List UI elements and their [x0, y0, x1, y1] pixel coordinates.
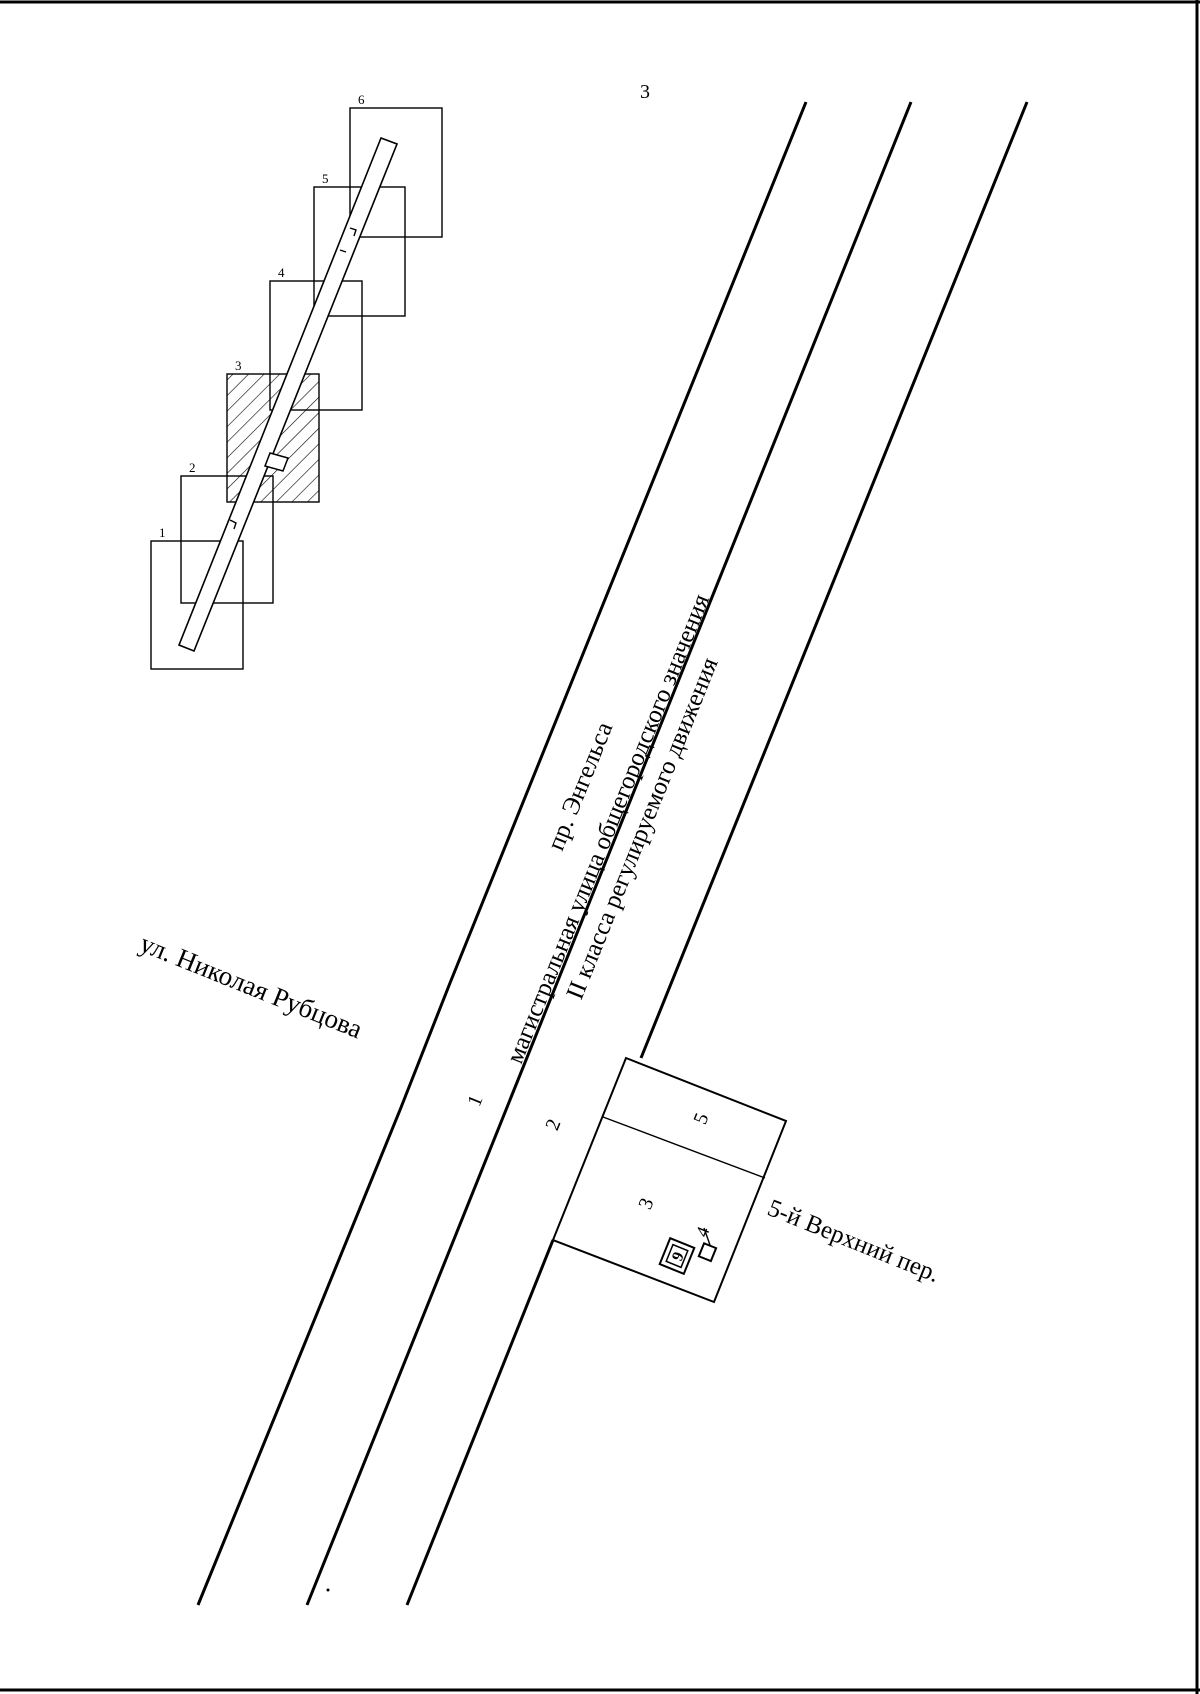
road-line-east-lower: [405, 1239, 555, 1606]
overview-strip-notch-2: [349, 227, 357, 237]
overview-frame-5: [313, 186, 406, 317]
road-line-east-upper: [639, 101, 1029, 1059]
overview-frame-1: [150, 540, 244, 670]
overview-frame-label-3: 3: [235, 358, 242, 373]
overview-frame-label-2: 2: [189, 460, 196, 475]
overview-frame-label-4: 4: [278, 265, 285, 280]
zone-2-label: 2: [541, 1116, 565, 1134]
street-engelsa-class-line1: магистральная улица общегородского значе…: [502, 590, 716, 1067]
overview-strip-bump: [264, 452, 289, 472]
map-dot-mark: [326, 1588, 330, 1592]
zone-9-marker: 9: [658, 1236, 696, 1276]
zone-1-label: 1: [463, 1092, 487, 1110]
engelsa-road: [196, 101, 1029, 1606]
zone-9-box-inner: [665, 1243, 689, 1269]
overview-frame-label-1: 1: [159, 525, 166, 540]
overview-key-map: 1 2 3 4 5 6: [150, 92, 443, 670]
zone-4-pointer: [703, 1227, 711, 1246]
overview-frame-6: [349, 107, 443, 238]
plot-divider: [602, 1116, 766, 1179]
road-line-middle: [305, 101, 913, 1606]
zone-4-square: [697, 1241, 718, 1263]
overview-frame-4: [269, 280, 363, 411]
overview-frame-label-5: 5: [322, 171, 329, 186]
land-plot: 9: [551, 1056, 788, 1304]
overview-street-strip: [177, 136, 399, 653]
plot-boundary: [551, 1056, 788, 1304]
page-number: 3: [640, 81, 650, 103]
overview-frame-label-6: 6: [358, 92, 365, 107]
street-rubtsova-label: ул. Николая Рубцова: [136, 928, 367, 1045]
overview-strip-notch-3: [339, 249, 347, 253]
street-verkhniy-label: 5-й Верхний пер.: [764, 1195, 944, 1289]
overview-frame-3: [226, 373, 320, 503]
overview-strip-notch-1: [229, 519, 237, 530]
road-line-west: [196, 101, 808, 1606]
